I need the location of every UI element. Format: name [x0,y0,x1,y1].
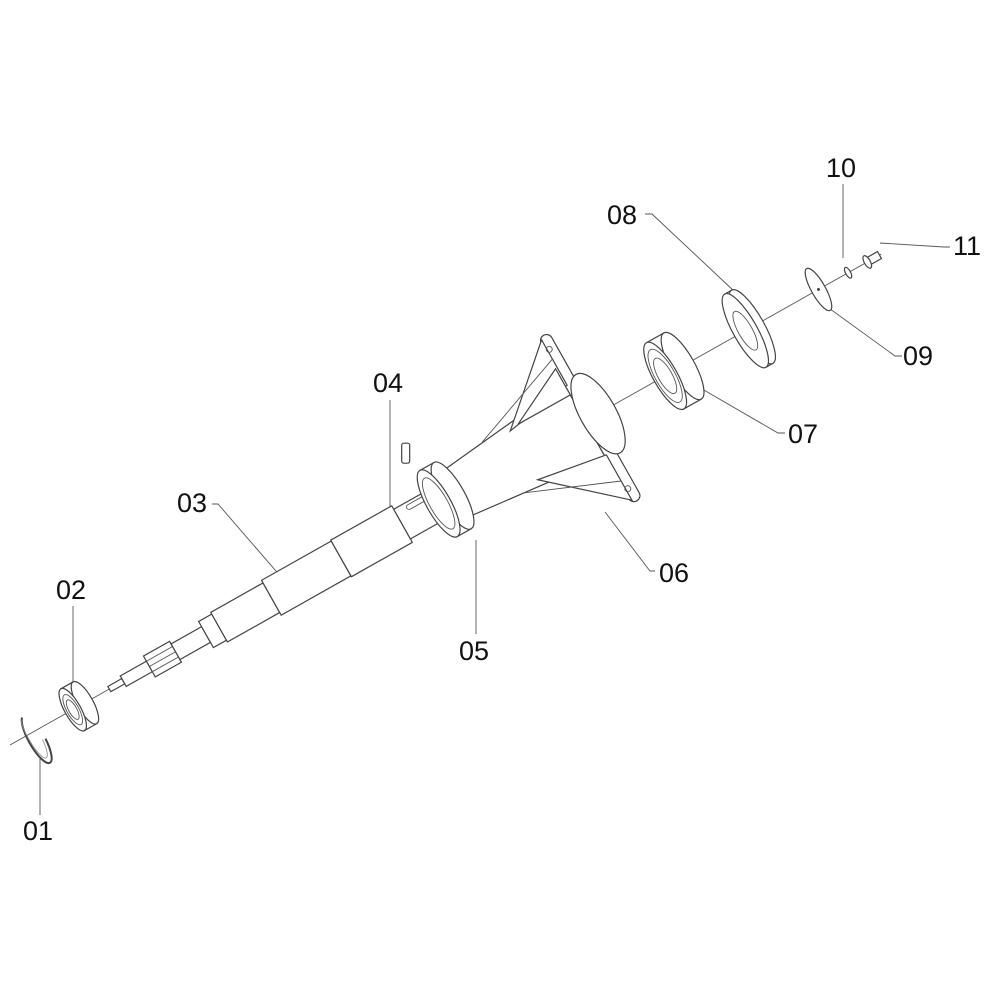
callout-09: 09 [903,341,934,371]
callout-11: 11 [953,231,982,261]
part-01-circlip [20,717,53,765]
callout-05: 05 [459,636,490,666]
part-07-bearing [643,331,705,411]
callout-03: 03 [177,488,208,518]
part-08-seal [721,289,776,369]
leader-06 [604,511,655,572]
part-04-key [401,442,411,464]
part-02-bearing [58,680,100,732]
leader-09 [814,297,902,357]
leader-11 [879,242,950,248]
callout-04: 04 [373,368,404,398]
part-09-washer [804,267,833,312]
leader-lines [39,184,950,815]
part-11-screw [862,250,883,269]
leader-03 [212,503,283,579]
callout-10: 10 [826,153,857,183]
callout-01: 01 [23,816,54,846]
leader-07 [689,381,785,434]
callout-07: 07 [788,419,819,449]
leader-08 [645,213,736,293]
part-03-shaft [107,487,449,693]
callout-06: 06 [659,558,690,588]
part-06-housing [416,333,641,538]
callout-08: 08 [607,200,638,230]
part-10-spring-washer [843,266,853,279]
callout-02: 02 [56,575,87,605]
